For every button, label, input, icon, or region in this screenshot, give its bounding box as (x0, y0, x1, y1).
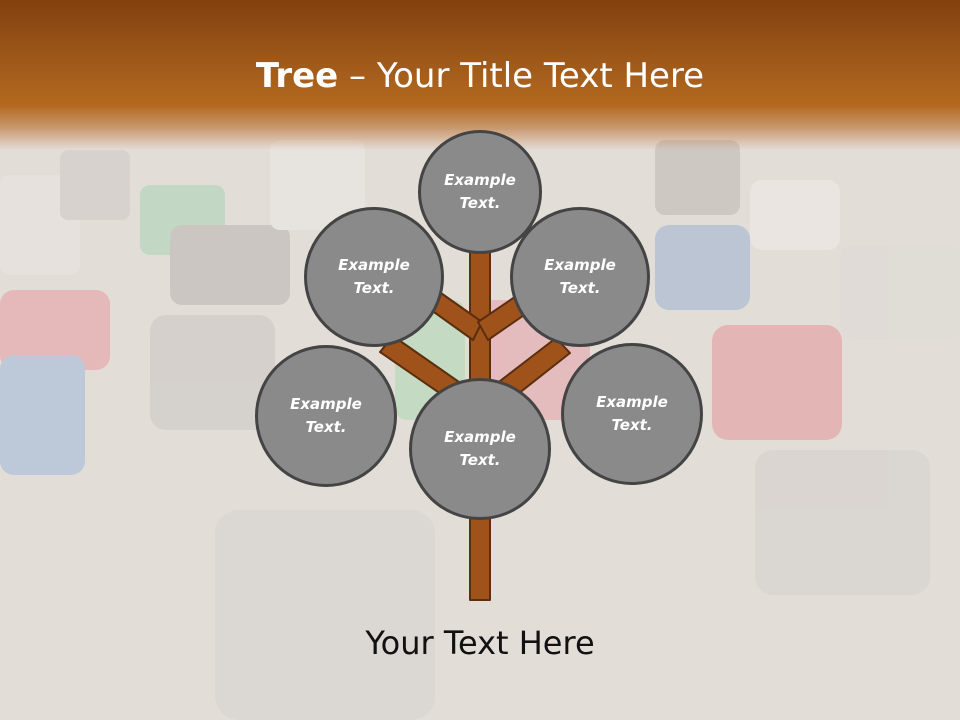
node-label: Example Text. (290, 395, 362, 436)
node-label: Example Text. (596, 393, 668, 434)
tree-node-top: Example Text. (418, 130, 542, 254)
tree-node-upper-right: Example Text. (510, 207, 650, 347)
slide-caption: Your Text Here (365, 624, 595, 662)
tree-node-upper-left: Example Text. (304, 207, 444, 347)
title-rest: – Your Title Text Here (338, 56, 705, 96)
node-label: Example Text. (338, 256, 410, 297)
tree-node-middle-left: Example Text. (255, 345, 397, 487)
title-bold: Tree (255, 56, 339, 96)
node-label: Example Text. (444, 428, 516, 469)
node-label: Example Text. (544, 256, 616, 297)
slide-title: Tree – Your Title Text Here (0, 54, 960, 98)
tree-node-middle-right: Example Text. (561, 343, 703, 485)
title-bar (0, 0, 960, 150)
node-label: Example Text. (444, 171, 516, 212)
tree-node-center: Example Text. (409, 378, 551, 520)
